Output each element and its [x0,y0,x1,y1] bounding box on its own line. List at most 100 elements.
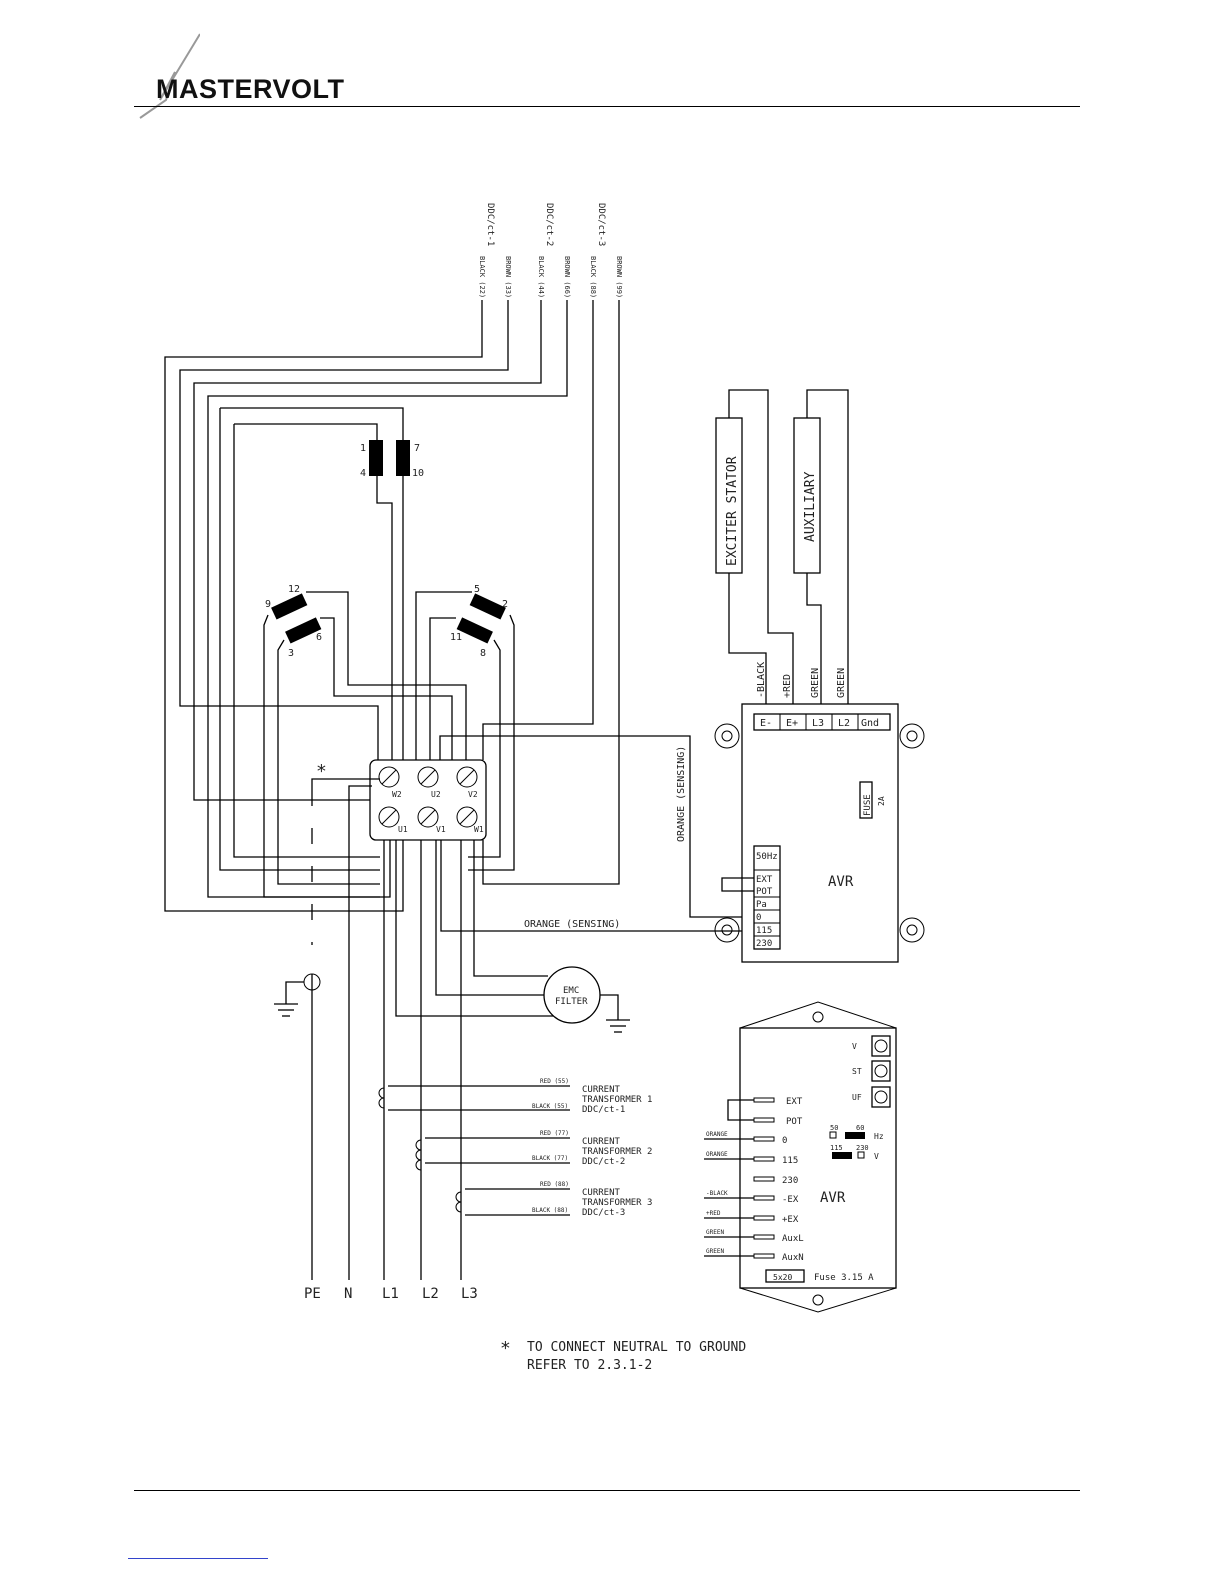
pin-label: 12 [288,584,300,595]
wire-label: +RED [706,1210,721,1217]
wire-label: -BLACK [706,1190,728,1197]
avr-terminal: -EX [782,1195,799,1205]
note-line-2: REFER TO 2.3.1-2 [527,1358,652,1373]
jumper-label: 115 [830,1144,843,1152]
coil [369,440,383,476]
pin-label: 8 [480,648,486,659]
footnote: * TO CONNECT NEUTRAL TO GROUND REFER TO … [500,1338,746,1373]
ct-wire-label: BLACK (55) [532,1103,568,1110]
avr-top: E- E+ L3 L2 Gnd FUSE 2A 50Hz EXT POT Pa … [714,703,925,963]
ct-title: CURRENT [582,1137,621,1147]
logo: MASTERVOLT [156,74,345,104]
auxiliary-winding: AUXILIARY [793,389,849,705]
note-asterisk: * [500,1338,511,1359]
avr-terminal: +EX [782,1215,799,1225]
terminal-label: W2 [392,790,402,799]
wire-label: GREEN [706,1229,724,1236]
header-rule [134,106,1080,107]
exciter-wire-labels: -BLACK +RED GREEN GREEN [756,662,847,698]
ct-title: DDC/ct-1 [582,1105,625,1115]
exciter-stator: EXCITER STATOR [715,389,794,705]
neutral-ground: * [274,761,380,1280]
coil [285,617,322,644]
ct-wire-label: BLACK (88) [532,1207,568,1214]
avr-terminal: Pa [756,900,767,910]
avr-terminal: 0 [782,1136,787,1146]
note-line-1: TO CONNECT NEUTRAL TO GROUND [527,1340,746,1355]
avr-terminal: 115 [756,926,772,936]
terminal-label: W1 [474,825,484,834]
pot-label: ST [852,1067,862,1076]
pin-label: 2 [502,599,508,610]
current-transformer-2: RED (77) CURRENT TRANSFORMER 2 DDC/ct-2 … [415,1130,652,1171]
cable-group-label: DDC/ct-2 [544,203,554,246]
footer-rule [134,1490,1080,1491]
footer-link-underline [128,1558,268,1559]
sensing-wire [440,840,752,932]
output-label-l1: L1 [382,1286,399,1302]
pot-label: UF [852,1093,862,1102]
auxiliary-label: AUXILIARY [803,471,818,542]
pin-label: 3 [288,648,294,659]
coil [271,593,308,620]
wire-label: +RED [782,674,793,698]
avr-terminal: 230 [756,939,772,949]
terminal-label: V1 [436,825,446,834]
ct-wire-label: RED (77) [540,1130,569,1137]
pin-label: 7 [414,443,420,454]
jumper-label: Hz [874,1132,884,1141]
sensing-label-vertical: ORANGE (SENSING) [676,746,687,842]
avr-bottom-terminals: EXT POT 0 115 230 -EX +EX AuxL AuxN ORAN… [704,1097,804,1263]
terminal-block: W2 U2 V2 U1 V1 W1 [369,759,487,841]
avr-title: AVR [828,874,854,890]
avr-terminal: 230 [782,1176,798,1186]
pin-label: 11 [450,632,462,643]
output-label-n: N [344,1286,352,1302]
terminal-label: U2 [431,790,441,799]
incoming-cable-labels: DDC/ct-1 BLACK (22) BROWN (33) DDC/ct-2 … [478,203,623,298]
jumper-label: 60 [856,1124,864,1132]
pin-label: 1 [360,443,366,454]
cable-wire-label: BROWN (66) [563,256,571,298]
pot-label: V [852,1042,857,1051]
emc-filter-label: FILTER [555,997,588,1007]
wire-label: -BLACK [756,662,767,698]
ct-wire-label: BLACK (77) [532,1155,568,1162]
output-label-pe: PE [304,1286,321,1302]
sensing-label-horizontal: ORANGE (SENSING) [524,919,620,930]
emc-filter: EMC FILTER [543,966,630,1033]
pin-label: 4 [360,468,366,479]
ct-title: CURRENT [582,1085,621,1095]
terminal-label: U1 [398,825,408,834]
emc-filter-label: EMC [563,986,579,996]
avr-terminal: E+ [786,718,798,729]
page-header: MASTERVOLT [0,0,1224,120]
cable-wire-label: BLACK (44) [537,256,545,298]
pin-label: 5 [474,584,480,595]
winding-top: 1 4 7 10 [219,407,424,871]
jumper-label: V [874,1152,879,1161]
jumper-label: 50 [830,1124,838,1132]
current-transformer-1: RED (55) CURRENT TRANSFORMER 1 DDC/ct-1 … [378,1078,652,1115]
pin-label: 6 [316,632,322,643]
ct-title: DDC/ct-2 [582,1157,625,1167]
coil [396,440,410,476]
output-labels: PE N L1 L2 L3 [304,1286,478,1302]
avr-terminal: Gnd [861,718,879,729]
fuse-label: FUSE [863,794,873,816]
wire-label: GREEN [836,668,847,698]
fuse-value: 2A [877,796,886,806]
avr-terminal: POT [786,1117,803,1127]
ct-title: DDC/ct-3 [582,1208,625,1218]
pin-label: 9 [265,599,271,610]
avr-bottom: V ST UF EXT POT 0 115 230 -EX +EX AuxL A… [704,1001,897,1313]
ct-title: TRANSFORMER 1 [582,1095,652,1105]
cable-wire-label: BROWN (99) [615,256,623,298]
wire-label: GREEN [810,668,821,698]
ct-wire-label: RED (88) [540,1181,569,1188]
output-leads [383,840,554,1280]
cable-wire-label: BROWN (33) [504,256,512,298]
fuse-size: 5x20 [773,1273,792,1282]
ct-title: TRANSFORMER 3 [582,1198,652,1208]
